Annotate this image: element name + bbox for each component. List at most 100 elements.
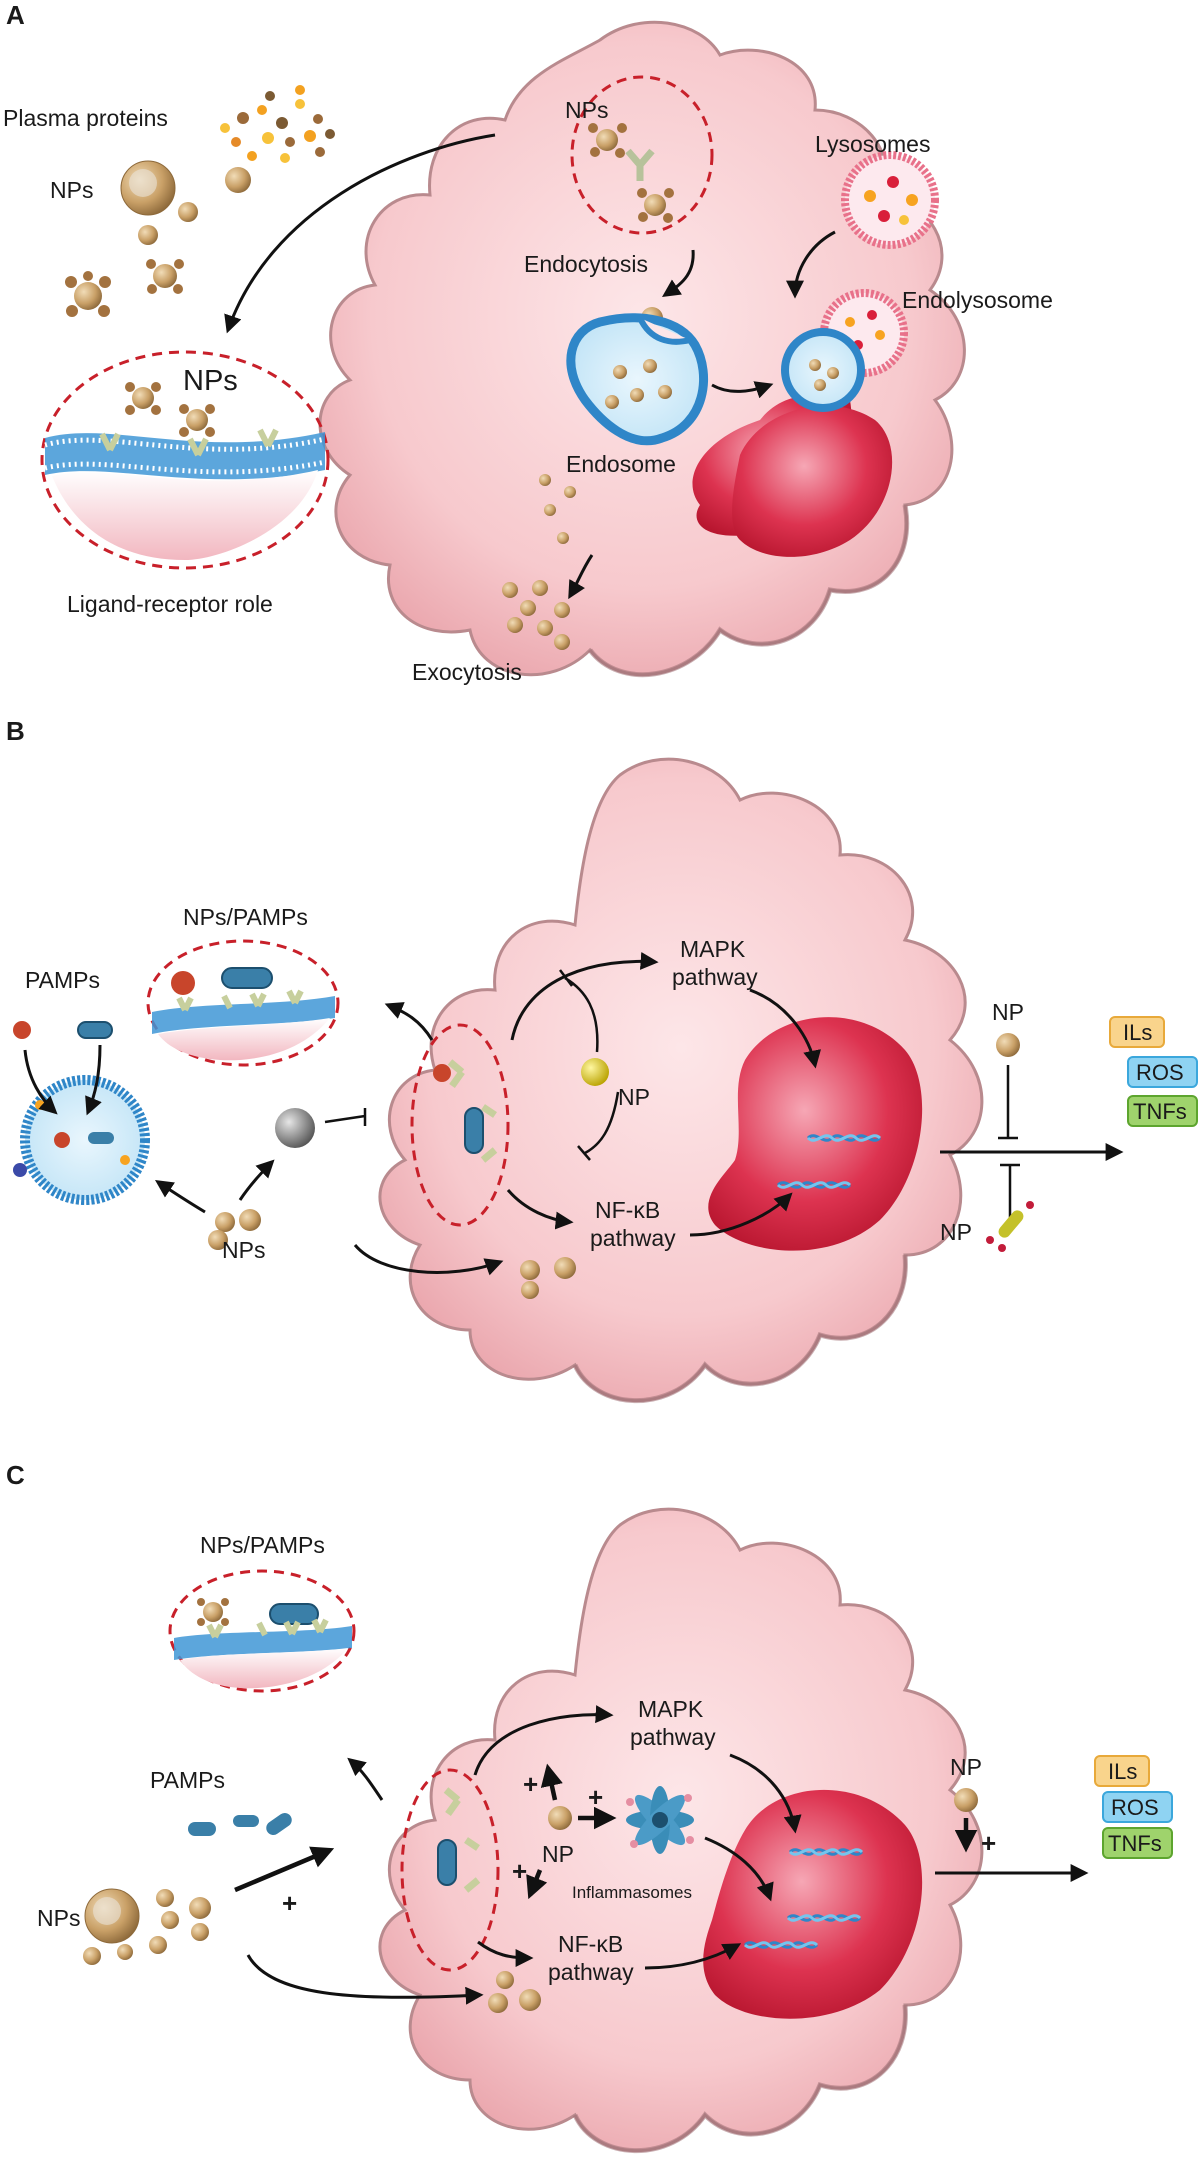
arrow-to-nps-pamps-inset-c (347, 1757, 384, 1801)
label-mapk-c-line1: MAPK (638, 1696, 704, 1722)
label-nfkb-b-line2: pathway (590, 1225, 676, 1251)
inflammasome-icon (626, 1786, 694, 1854)
arrow-endosome-to-endolysosome (711, 381, 774, 399)
inhibition-np-mapk-b (559, 969, 599, 1053)
panel-label-c: C (6, 1460, 25, 1490)
label-np-bottom-b: NP (940, 1219, 972, 1245)
pamp-bound-receptor-icon (433, 1059, 498, 1163)
arrow-pamp-to-vesicle (23, 1049, 58, 1115)
arrow-lysosome-to-endolysosome (786, 230, 836, 299)
label-mapk-c-line2: pathway (630, 1724, 716, 1750)
zoom-circle-a-membrane (570, 75, 714, 235)
label-nps-zoom: NPs (183, 365, 238, 397)
coated-np-icon (588, 123, 627, 158)
inhibition-np-nfkb-b (577, 1091, 620, 1161)
coated-np-icon (65, 271, 111, 317)
coated-np-icon (125, 382, 161, 415)
inhibition-gray-np (324, 1108, 367, 1126)
endolysosome-icon (781, 289, 908, 412)
np-icon (954, 1788, 978, 1812)
dna-icon (806, 1134, 882, 1142)
zoom-inset-ligand-receptor (40, 350, 330, 570)
output-badge-tnfs-b: TNFs (1127, 1095, 1198, 1127)
nanoparticles-c (83, 1888, 211, 1965)
plus-sign-inflammasome: + (588, 1782, 603, 1812)
label-nps-pamps-b: NPs/PAMPs (183, 904, 308, 930)
label-endosome: Endosome (566, 451, 676, 477)
label-nps-b: NPs (222, 1237, 265, 1263)
pamp-icon (77, 1021, 113, 1039)
pamp-cluster-icon (188, 1812, 292, 1836)
arrow-mapk-to-nucleus-b (749, 988, 821, 1069)
label-endolysosome: Endolysosome (902, 287, 1053, 313)
panel-label-a: A (6, 0, 25, 30)
label-lysosomes: Lysosomes (815, 131, 930, 157)
gold-np-icon (581, 1058, 609, 1086)
arrow-to-nps-pamps-inset (384, 1002, 434, 1041)
panel-c: C NPs/PAMPs (6, 1460, 1173, 2154)
plus-sign-nfkb: + (512, 1856, 527, 1886)
zoom-circle-b-membrane (410, 1023, 510, 1227)
dna-icon (786, 1914, 862, 1922)
arrow-pamps-nps-to-membrane-c (234, 1846, 335, 1893)
label-nfkb-b-line1: NF-κB (595, 1197, 660, 1223)
output-label-ros-c: ROS (1111, 1795, 1159, 1820)
label-nfkb-c-line1: NF-κB (558, 1931, 623, 1957)
arrow-nps-to-vesicle (155, 1180, 206, 1214)
arrow-exocytosis (568, 554, 594, 600)
np-icon (548, 1806, 572, 1830)
label-np-center-c: NP (542, 1841, 574, 1867)
arrow-to-mapk-c (473, 1705, 614, 1776)
label-nfkb-c-line2: pathway (548, 1959, 634, 1985)
arrow-nps-to-membrane (224, 133, 496, 334)
label-pamps-b: PAMPs (25, 967, 100, 993)
label-nps-top: NPs (565, 97, 608, 123)
arrow-nps-into-cell-c (246, 1954, 484, 2005)
arrow-np-plus-mapk-c (540, 1763, 563, 1801)
label-np-top-b: NP (992, 999, 1024, 1025)
endosome-icon (566, 313, 709, 446)
receptor-icon (625, 148, 655, 181)
arrow-nfkb-to-nucleus-c (644, 1943, 742, 1970)
label-nps-left: NPs (50, 177, 93, 203)
arrow-endocytosis (662, 249, 695, 297)
output-label-tnfs-b: TNFs (1133, 1099, 1187, 1124)
label-pamps-c: PAMPs (150, 1767, 225, 1793)
label-exocytosis: Exocytosis (412, 659, 522, 685)
arrow-np-plus-nfkb-c (526, 1869, 548, 1900)
coated-np-icon (637, 188, 674, 223)
dna-icon (788, 1848, 864, 1856)
output-badge-ils-b: ILs (1109, 1016, 1165, 1048)
label-np-right-c: NP (950, 1754, 982, 1780)
bacterium-icon (986, 1201, 1034, 1252)
inhibition-np-top-b (998, 1065, 1018, 1140)
coated-np-icon (146, 259, 184, 294)
output-label-tnfs-c: TNFs (1108, 1831, 1162, 1856)
receptor-icon (99, 428, 279, 457)
plus-sign-mapk: + (523, 1769, 538, 1799)
inhibition-np-bottom-b (1000, 1163, 1020, 1220)
arrow-inflammasome-to-nucleus-c (704, 1836, 774, 1902)
output-label-ros-b: ROS (1136, 1060, 1184, 1085)
nanoparticles-b (208, 1209, 261, 1250)
label-endocytosis: Endocytosis (524, 251, 648, 277)
exocytosed-nps (502, 474, 576, 650)
zoom-inset-nps-pamps-b (146, 939, 340, 1067)
panel-b: B NPs/PAMPs PAMPs (6, 716, 1198, 1404)
output-badge-ros-b: ROS (1127, 1056, 1198, 1088)
dna-icon (776, 1181, 852, 1189)
plus-sign-pamps: + (282, 1888, 297, 1918)
zoom-circle-c-membrane (400, 1768, 500, 1972)
label-plasma-proteins: Plasma proteins (3, 105, 168, 131)
coated-np-icon (179, 404, 215, 437)
gray-np-icon (275, 1108, 315, 1148)
arrow-pamp-to-vesicle (85, 1044, 102, 1116)
nanoparticles-free (120, 160, 251, 245)
dna-icon (743, 1941, 819, 1949)
output-label-ils-c: ILs (1108, 1759, 1137, 1784)
arrow-to-nfkb-b (506, 1189, 574, 1230)
label-mapk-b-line1: MAPK (680, 936, 746, 962)
arrow-to-nfkb-c (477, 1940, 534, 1967)
pamp-icon (13, 1021, 31, 1039)
